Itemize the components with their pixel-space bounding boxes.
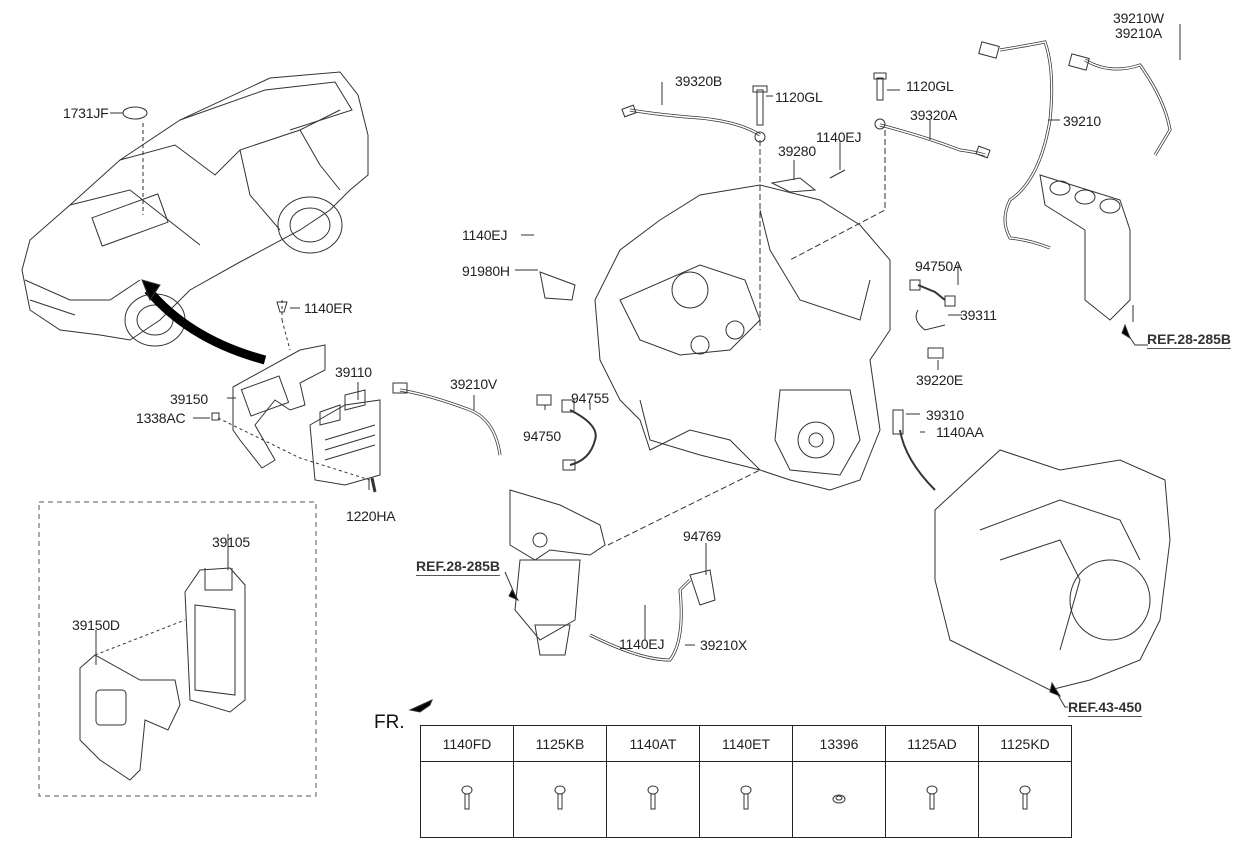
alt-ecu-box	[38, 501, 317, 797]
bolt-icon	[926, 785, 938, 810]
o2-sensors-right	[978, 40, 1172, 322]
bolt-icon	[647, 785, 659, 810]
bolt-icon	[461, 785, 473, 810]
vehicle-illustration	[21, 71, 369, 347]
part-label-39210X[interactable]: 39210X	[700, 637, 748, 653]
plug-1731JF	[122, 106, 148, 120]
exhaust-manifold-center	[509, 469, 761, 662]
fastener-cell	[420, 761, 514, 838]
ref-link-exhaust-right[interactable]: REF.28-285B	[1147, 331, 1232, 349]
ref-link-transaxle[interactable]: REF.43-450	[1068, 699, 1142, 717]
part-label-1120GL[interactable]: 1120GL	[775, 89, 823, 105]
ref-arrow	[504, 571, 516, 596]
fastener-part-number[interactable]: 1140FD	[420, 725, 514, 762]
part-label-94750A[interactable]: 94750A	[915, 258, 963, 274]
alt-ecu-assembly	[79, 567, 246, 781]
part-label-39320B[interactable]: 39320B	[675, 73, 723, 89]
part-label-91980H[interactable]: 91980H	[462, 263, 510, 279]
fastener-part-number[interactable]: 13396	[792, 725, 886, 762]
part-label-1140EJ[interactable]: 1140EJ	[462, 227, 508, 243]
ref-link-exhaust-center[interactable]: REF.28-285B	[416, 558, 501, 576]
bracket-39311	[915, 309, 946, 331]
fastener-part-number[interactable]: 1125AD	[885, 725, 979, 762]
part-label-39320A[interactable]: 39320A	[910, 107, 958, 123]
part-label-94750[interactable]: 94750	[523, 428, 561, 444]
part-label-1140AA[interactable]: 1140AA	[936, 424, 984, 440]
location-arrow	[144, 287, 267, 365]
part-label-1220HA[interactable]: 1220HA	[346, 508, 396, 524]
sensor-94750	[536, 394, 552, 406]
part-label-39210V[interactable]: 39210V	[450, 376, 498, 392]
part-label-39210[interactable]: 39210	[1063, 113, 1101, 129]
part-label-39311[interactable]: 39311	[960, 307, 997, 323]
fastener-part-number[interactable]: 1140AT	[606, 725, 700, 762]
part-label-94755[interactable]: 94755	[571, 390, 609, 406]
part-label-1140EJ[interactable]: 1140EJ	[619, 636, 665, 652]
sensor-39220E	[927, 347, 944, 359]
fastener-table: 1140FD 1125KB 1140AT 1140ET 13396 1125AD…	[420, 725, 1072, 838]
fastener-part-number[interactable]: 1125KB	[513, 725, 607, 762]
fastener-cell	[699, 761, 793, 838]
bolt-icon	[740, 785, 752, 810]
sensor-94750A	[917, 284, 946, 301]
fastener-cell	[978, 761, 1072, 838]
front-direction-arrow	[408, 699, 433, 713]
bracket-91980H	[539, 271, 576, 301]
fastener-part-number[interactable]: 1125KD	[978, 725, 1072, 762]
part-label-39210W[interactable]: 39210W	[1113, 10, 1164, 26]
part-label-94769[interactable]: 94769	[683, 528, 721, 544]
o2-sensor-39210V	[399, 388, 502, 456]
transaxle	[892, 409, 1171, 691]
fastener-cell	[513, 761, 607, 838]
part-label-39150D[interactable]: 39150D	[72, 617, 120, 633]
part-label-39105[interactable]: 39105	[212, 534, 250, 550]
engine-block	[594, 130, 891, 491]
fastener-part-number[interactable]: 1140ET	[699, 725, 793, 762]
part-label-1140EJ[interactable]: 1140EJ	[816, 129, 862, 145]
knock-sensors	[621, 72, 991, 193]
bolt-icon	[554, 785, 566, 810]
fastener-cell	[606, 761, 700, 838]
sensor-94755	[569, 409, 597, 466]
part-label-39110[interactable]: 39110	[335, 364, 372, 380]
front-indicator: FR.	[374, 712, 405, 733]
fastener-cell	[885, 761, 979, 838]
part-label-39150[interactable]: 39150	[170, 391, 208, 407]
part-label-39210A[interactable]: 39210A	[1115, 25, 1163, 41]
fastener-cell	[792, 761, 886, 838]
nut-icon	[832, 794, 846, 803]
bolt-icon	[1019, 785, 1031, 810]
leader-lines	[95, 24, 1181, 665]
part-label-39220E[interactable]: 39220E	[916, 372, 964, 388]
part-label-1140ER[interactable]: 1140ER	[304, 300, 353, 316]
part-label-39310[interactable]: 39310	[926, 407, 964, 423]
part-label-1338AC[interactable]: 1338AC	[136, 410, 186, 426]
part-label-1731JF[interactable]: 1731JF	[63, 105, 109, 121]
part-label-1120GL[interactable]: 1120GL	[906, 78, 954, 94]
part-label-39280[interactable]: 39280	[778, 143, 816, 159]
ecu-assembly	[211, 300, 381, 493]
